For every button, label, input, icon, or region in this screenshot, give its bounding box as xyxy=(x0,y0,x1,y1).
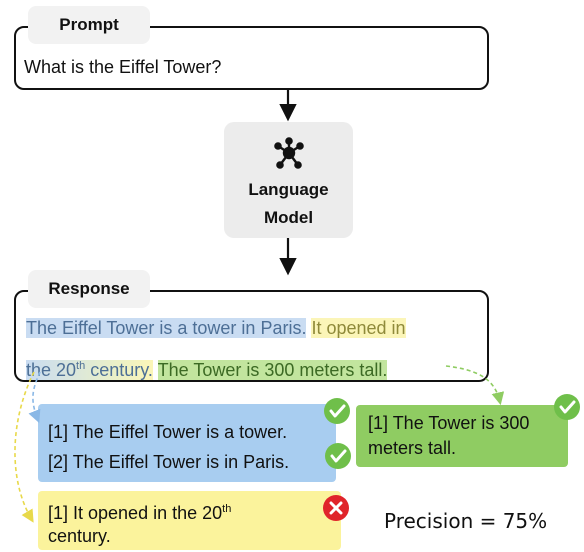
language-model-box: Language Model xyxy=(224,122,353,238)
claim-yellow-1: [1] It opened in the 20th xyxy=(48,498,341,524)
claim-green-2: meters tall. xyxy=(368,438,457,458)
check-icon xyxy=(554,394,580,420)
check-icon xyxy=(324,398,350,424)
response-tag: Response xyxy=(28,270,150,308)
claim-blue-2: [2] The Eiffel Tower is in Paris. xyxy=(48,452,290,472)
response-sentence-blue: The Eiffel Tower is a tower in Paris. xyxy=(26,318,307,338)
prompt-tag: Prompt xyxy=(28,6,150,44)
precision-label: Precision = 75% xyxy=(384,509,548,533)
claim-box-green: [1] The Tower is 300 meters tall. xyxy=(356,405,568,467)
claim-green-1: [1] The Tower is 300 xyxy=(368,413,530,433)
claim-yellow-2: century. xyxy=(48,526,111,546)
cross-icon xyxy=(323,495,349,521)
prompt-text: What is the Eiffel Tower? xyxy=(24,57,222,77)
check-icon xyxy=(325,443,351,469)
yellow-text-sup: th xyxy=(76,360,86,372)
network-hub-icon xyxy=(273,137,304,169)
connector-blue xyxy=(28,371,41,423)
claim-box-yellow: [1] It opened in the 20th century. xyxy=(38,491,341,550)
response-sentence-yellow-start: It opened in xyxy=(311,318,406,338)
claim-yellow-sup: th xyxy=(222,503,232,515)
claim-yellow-prefix: [1] It opened in the 20 xyxy=(48,503,223,523)
connector-green xyxy=(445,365,505,406)
response-line-1: The Eiffel Tower is a tower in Paris. It… xyxy=(26,314,406,342)
connector-yellow xyxy=(14,371,35,523)
model-label-line2: Model xyxy=(263,208,314,227)
response-line-2: the 20th century. The Tower is 300 meter… xyxy=(26,352,388,384)
claim-box-blue: [1] The Eiffel Tower is a tower. [2] The… xyxy=(38,404,336,482)
response-sentence-yellow-end: the 20th century. xyxy=(26,360,153,380)
claim-blue-1: [1] The Eiffel Tower is a tower. xyxy=(48,422,288,442)
model-label-line1: Language xyxy=(248,180,329,199)
yellow-text-suffix: century. xyxy=(85,360,153,380)
response-sentence-green: The Tower is 300 meters tall. xyxy=(157,360,388,380)
